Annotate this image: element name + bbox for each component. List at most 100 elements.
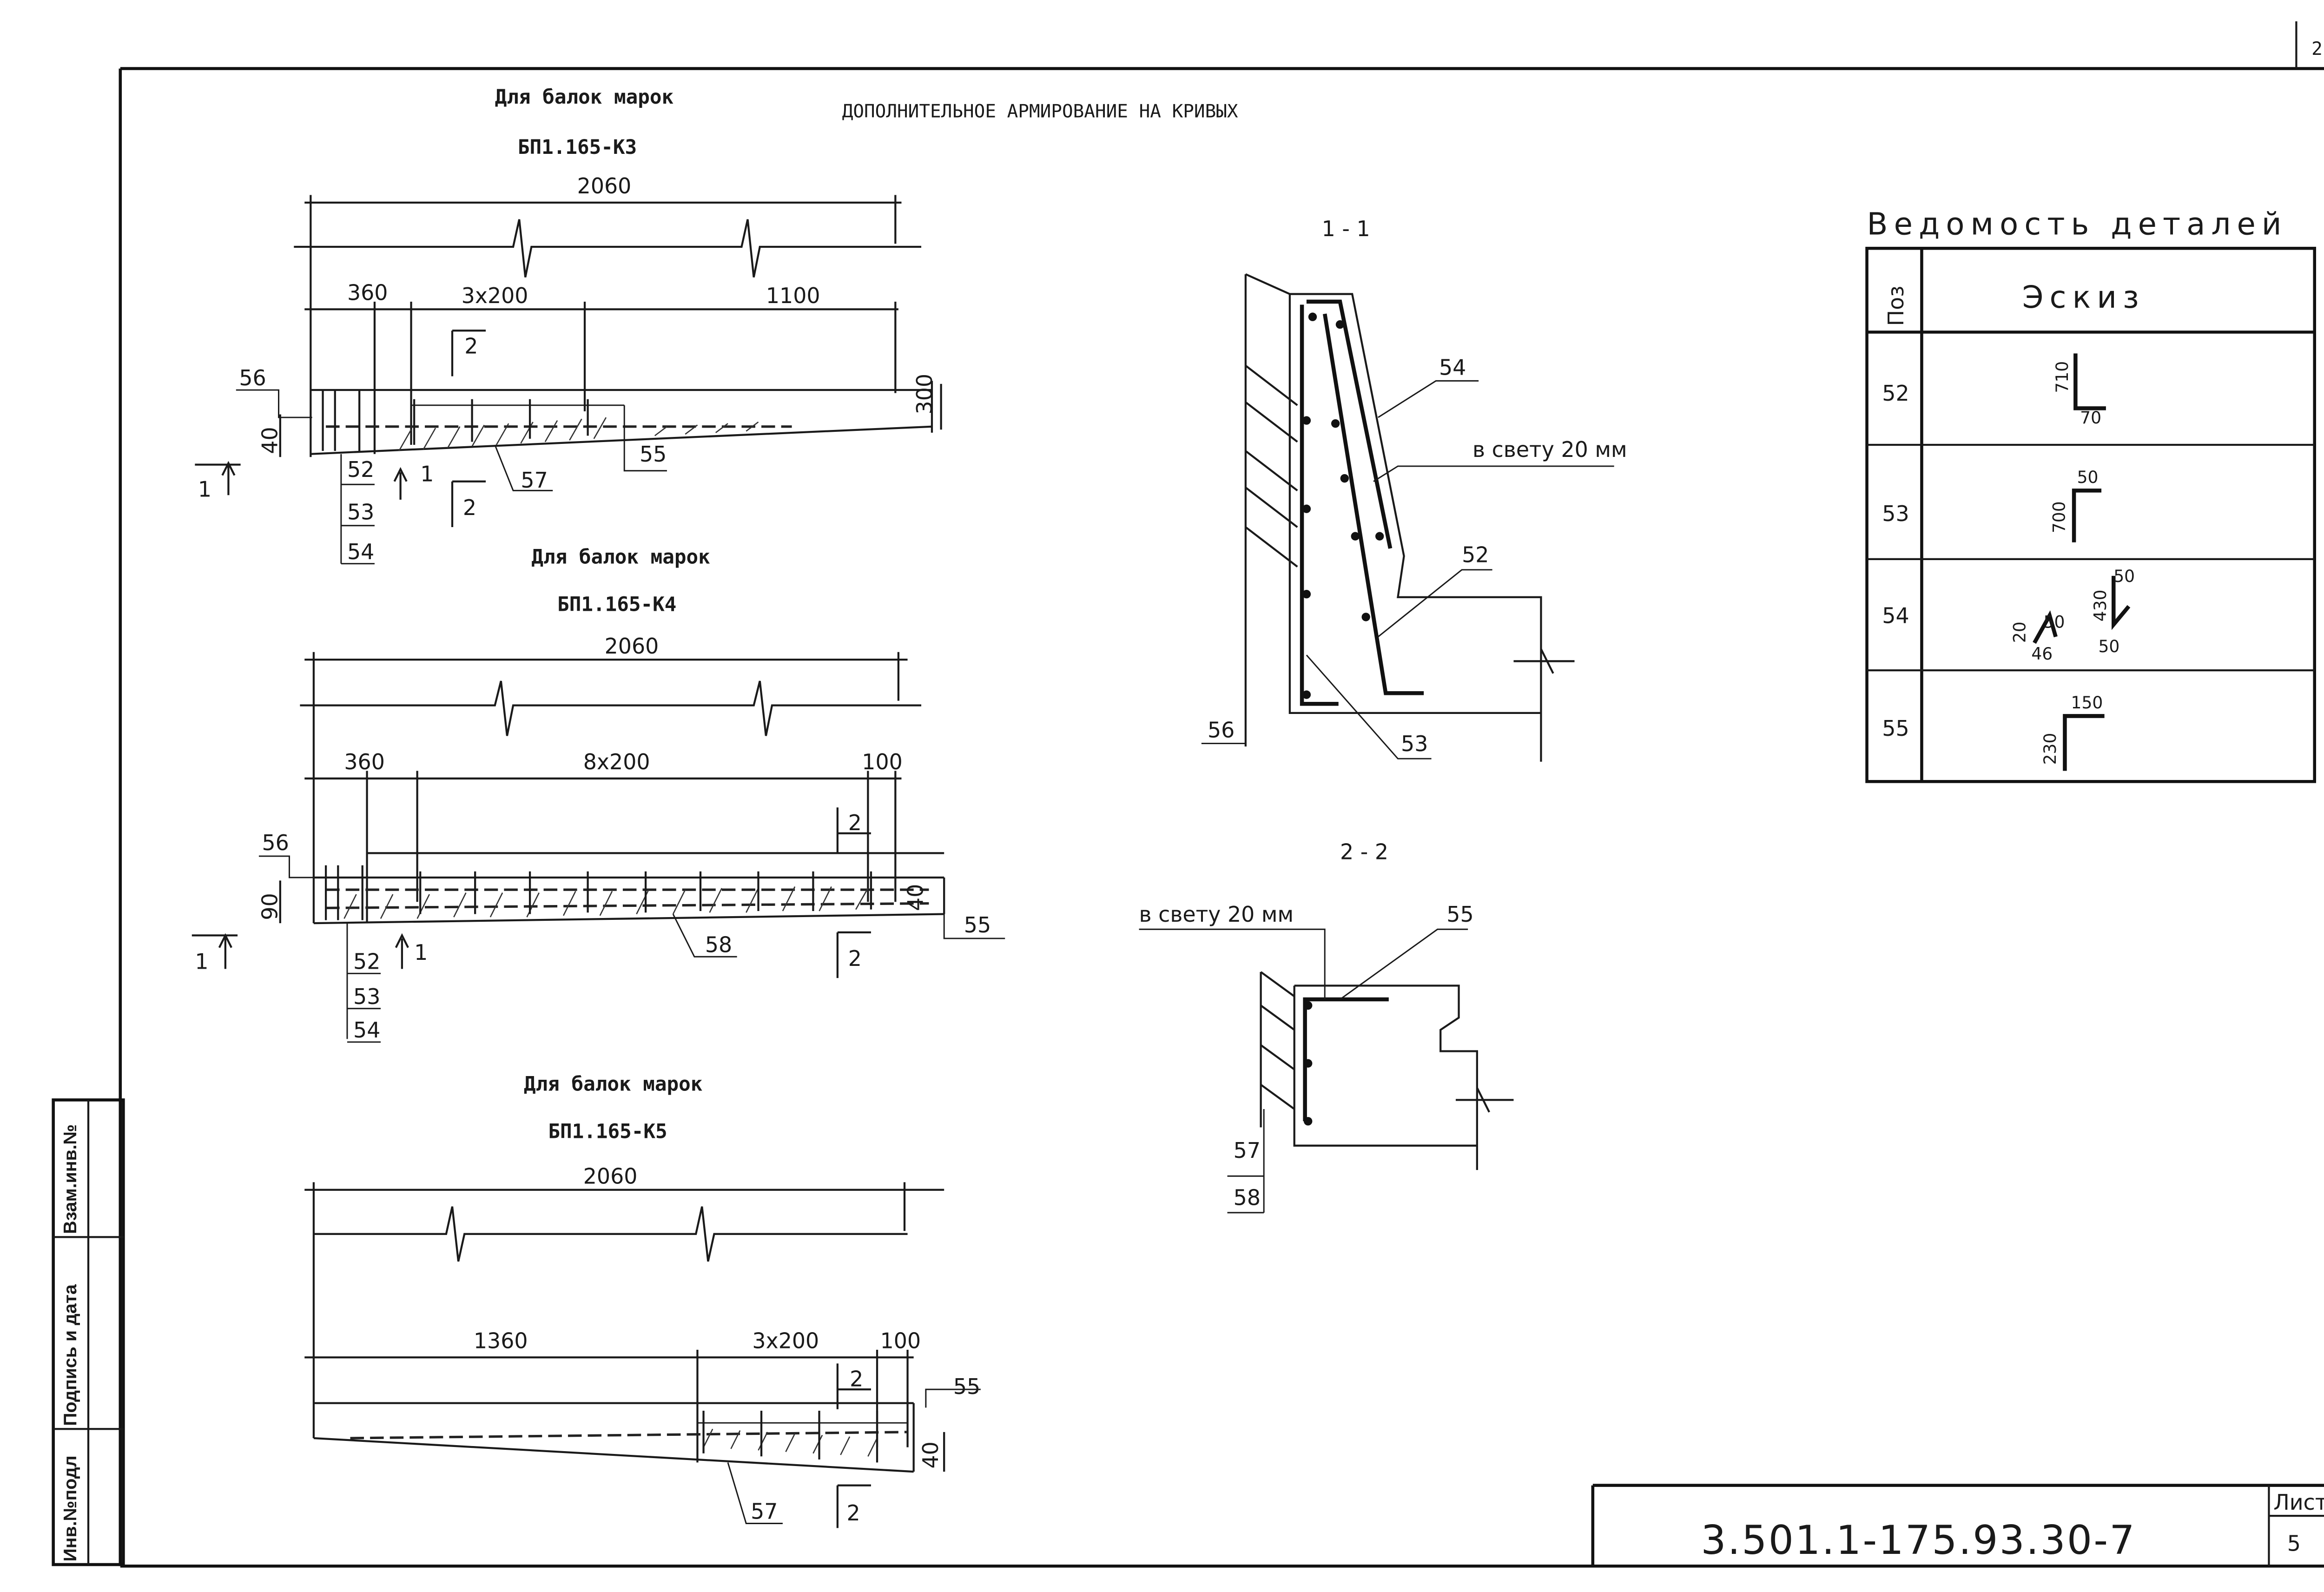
view-k3: Для балок марок БП1.165-К3 2060 360 3x20…: [195, 86, 942, 565]
stamp-sign-date: Подпись и дата: [60, 1284, 80, 1426]
view-k5-dim-d: 40: [918, 1441, 943, 1468]
details-table: Ведомость деталей: [1865, 207, 2316, 783]
section-2-2-pos-57: 57: [1234, 1138, 1261, 1163]
detail-54-len-a: 50: [2113, 567, 2135, 586]
section-2-2-title: 2 - 2: [1340, 839, 1388, 865]
view-k5-dim-c: 100: [880, 1328, 921, 1354]
view-k3-pos-56: 56: [239, 365, 266, 390]
view-k3-dim-b: 3x200: [462, 283, 528, 308]
details-col-pos: Поз: [1883, 285, 1908, 326]
detail-54-len-e: 46: [2031, 645, 2053, 664]
section-1-1: 1 - 1 54 в свету 20 мм 52 56 53: [1201, 216, 1627, 762]
view-k4: Для балок марок БП1.165-К4 2060 360 8x20…: [191, 546, 1005, 1043]
detail-53-len-b: 700: [2050, 501, 2069, 533]
section-2-2-pos-58: 58: [1234, 1185, 1261, 1210]
view-k5-dim-b: 3x200: [752, 1328, 819, 1354]
detail-52-sketch: [2073, 353, 2106, 410]
section-1-1-pos-53: 53: [1401, 731, 1428, 756]
view-k4-dim-overall: 2060: [605, 634, 659, 659]
view-k4-section1-mid: 1: [414, 940, 428, 965]
sheet-frame: [119, 21, 2324, 1568]
detail-55-len-a: 150: [2071, 694, 2103, 713]
detail-54-sketch: [2033, 575, 2131, 644]
view-k4-dim-b: 8x200: [583, 749, 650, 774]
view-k3-dim-h: 300: [912, 374, 937, 415]
document-code: 3.501.1-175.93.30-7: [1701, 1518, 2136, 1564]
view-k4-mark: БП1.165-К4: [557, 593, 676, 616]
view-k3-dim-overall: 2060: [577, 173, 632, 198]
view-k5: Для балок марок БП1.165-К5 2060 1360 3x2…: [304, 1073, 981, 1528]
view-k4-dim-d1: 90: [257, 893, 282, 920]
detail-54-len-b: 430: [2091, 589, 2110, 621]
view-k3-section2-bottom: 2: [463, 495, 476, 520]
view-k4-header: Для балок марок: [531, 546, 710, 569]
view-k4-section2-top: 2: [848, 810, 862, 835]
view-k4-pos-55: 55: [964, 912, 991, 938]
detail-row-pos: 55: [1882, 716, 1909, 741]
details-col-sketch: Эскиз: [2022, 280, 2145, 315]
view-k3-dim-c: 1100: [766, 283, 820, 308]
detail-55-sketch: [2063, 714, 2105, 771]
stamp-inv-podl: Инв.№подл: [60, 1455, 80, 1561]
list-label: Лист: [2273, 1490, 2324, 1515]
view-k4-pos-56: 56: [262, 830, 289, 855]
view-k4-section2-bottom: 2: [848, 946, 862, 971]
view-k5-pos-55: 55: [953, 1374, 980, 1399]
view-k4-pos-52: 52: [353, 949, 380, 974]
stamp-vzam-inv: Взам.инв.№: [60, 1124, 80, 1234]
view-k3-dim-a: 360: [347, 280, 388, 305]
details-title: Ведомость деталей: [1867, 207, 2288, 242]
view-k3-section2-top: 2: [464, 333, 478, 358]
section-1-1-title: 1 - 1: [1322, 216, 1370, 241]
view-k5-section2-top: 2: [850, 1367, 863, 1392]
detail-row-pos: 53: [1882, 501, 1909, 526]
detail-52-len-b: 70: [2080, 409, 2101, 428]
view-k5-dim-overall: 2060: [583, 1164, 638, 1189]
view-k4-pos-54: 54: [353, 1017, 380, 1043]
view-k5-header: Для балок марок: [524, 1073, 702, 1096]
section-1-1-clear: в свету 20 мм: [1472, 437, 1627, 462]
detail-54-len-d: 50: [2044, 613, 2065, 632]
detail-53-sketch: [2072, 489, 2102, 542]
view-k4-pos-53: 53: [353, 984, 380, 1009]
view-k5-mark: БП1.165-К5: [548, 1120, 667, 1143]
view-k4-section1-left: 1: [195, 949, 208, 974]
section-1-1-pos-56: 56: [1208, 717, 1235, 742]
title-block: [1591, 1484, 2324, 1566]
section-2-2-pos-55: 55: [1446, 902, 1473, 927]
view-k3-header: Для балок марок: [495, 86, 673, 109]
view-k4-dim-a: 360: [344, 749, 385, 774]
view-k3-pos-53: 53: [347, 500, 374, 525]
section-2-2-clear: в свету 20 мм: [1139, 902, 1294, 927]
section-2-2: 2 - 2 в свету 20 мм 55 57 58: [1139, 839, 1514, 1214]
list-number: 5: [2287, 1531, 2301, 1556]
detail-52-len-a: 710: [2053, 361, 2072, 393]
section-1-1-pos-52: 52: [1462, 542, 1489, 567]
detail-54-len-f: 50: [2099, 637, 2120, 656]
view-k4-dim-c: 100: [862, 749, 903, 774]
side-stamp: [52, 1098, 125, 1566]
view-k3-pos-55: 55: [640, 442, 667, 467]
view-k3-dim-d: 40: [257, 427, 282, 454]
detail-row-pos: 54: [1882, 603, 1909, 628]
view-k3-pos-54: 54: [347, 539, 374, 564]
detail-55-len-b: 230: [2041, 733, 2060, 765]
view-k4-pos-58: 58: [705, 932, 732, 957]
view-k5-pos-57: 57: [751, 1499, 778, 1524]
view-k3-section1-left: 1: [198, 476, 211, 502]
view-k3-pos-52: 52: [347, 457, 374, 482]
view-k5-dim-a: 1360: [474, 1328, 528, 1354]
view-k3-mark: БП1.165-К3: [518, 136, 637, 159]
corner-page-number: 2: [2311, 39, 2323, 59]
detail-53-len-a: 50: [2077, 468, 2099, 487]
section-1-1-pos-54: 54: [1439, 355, 1466, 380]
view-k3-pos-57: 57: [521, 468, 548, 493]
detail-54-len-c: 20: [2010, 621, 2029, 643]
sheet-title: ДОПОЛНИТЕЛЬНОЕ АРМИРОВАНИЕ НА КРИВЫХ: [842, 101, 1238, 122]
view-k4-dim-d2: 40: [903, 884, 928, 911]
view-k5-section2-bottom: 2: [847, 1500, 860, 1526]
detail-row-pos: 52: [1882, 381, 1909, 406]
view-k3-section1-mid: 1: [420, 462, 434, 487]
